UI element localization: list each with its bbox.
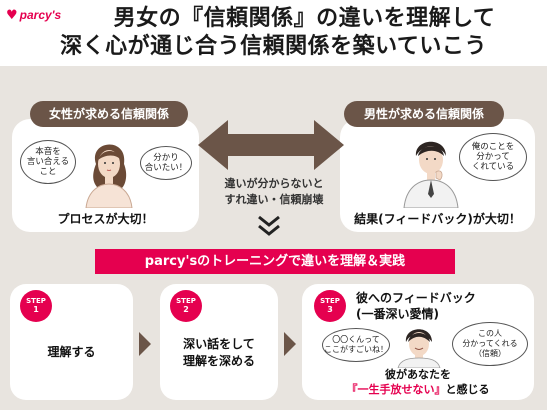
female-bubble-right: 分かり 合いたい！: [140, 146, 192, 180]
step-3-conclusion: 彼があなたを 『一生手放せない』と感じる: [346, 368, 490, 396]
bubble-line: 分かってくれる: [462, 339, 518, 348]
page-title-line-2: 深く心が通じ合う信頼関係を築いていこう: [60, 33, 487, 59]
bubble-line: 分かり: [153, 153, 179, 163]
step-arrow-1: [139, 332, 151, 356]
double-arrow-icon: [198, 120, 344, 170]
step-3-bubble-right: この人 分かってくれる （信頼）: [452, 322, 528, 366]
step-3-badge: STEP 3: [314, 290, 346, 322]
male-header: 男性が求める信頼関係: [344, 101, 504, 127]
bubble-line: 本音を: [35, 147, 61, 157]
step-3-bubble-left: 〇〇くんって ここがすごいね！: [322, 328, 390, 362]
step-2-badge: STEP 2: [170, 290, 202, 322]
training-banner: parcy'sのトレーニングで違いを理解＆実践: [95, 249, 455, 274]
chevron-down-icon: [258, 215, 280, 236]
page-title-line-1: 男女の『信頼関係』の違いを理解して: [113, 5, 496, 31]
bubble-line: ここがすごいね！: [324, 345, 388, 354]
male-caption: 結果(フィードバック)が大切！: [354, 212, 521, 226]
middle-warning: 違いが分からないと すれ違い・信頼崩壊: [212, 176, 336, 208]
step-3-title: 彼へのフィードバック (一番深い愛情): [356, 291, 476, 321]
heart-icon: ♥: [6, 7, 18, 23]
bubble-line: くれている: [471, 162, 515, 172]
bubble-line: （信頼）: [473, 349, 506, 358]
male-bubble: 俺のことを 分かって くれている: [459, 133, 527, 181]
female-header: 女性が求める信頼関係: [30, 101, 188, 127]
female-caption: プロセスが大切！: [57, 212, 154, 226]
highlight-text: 『一生手放せない』: [346, 383, 446, 396]
step-1-text: 理解する: [47, 345, 96, 359]
woman-illustration-icon: [85, 144, 133, 208]
bubble-line: 言い合える: [26, 157, 70, 167]
bubble-line: 〇〇くんって: [332, 335, 380, 344]
female-bubble-left: 本音を 言い合える こと: [20, 140, 76, 184]
step-2-text: 深い話をして 理解を深める: [182, 337, 255, 368]
man-illustration-icon: [403, 141, 459, 208]
middle-line: すれ違い・信頼崩壊: [224, 193, 324, 206]
brand-name: parcy's: [19, 8, 62, 22]
man-smile-illustration-icon: [397, 329, 441, 368]
step-1-badge: STEP 1: [20, 290, 52, 322]
bubble-line: こと: [39, 167, 57, 177]
bubble-line: この人: [477, 329, 502, 338]
brand-logo: ♥ parcy's: [6, 8, 61, 22]
bubble-line: 俺のことを: [471, 142, 515, 152]
middle-line: 違いが分からないと: [224, 177, 324, 190]
step-arrow-2: [284, 332, 296, 356]
bubble-line: 分かって: [476, 152, 510, 162]
bubble-line: 合いたい！: [144, 163, 188, 173]
